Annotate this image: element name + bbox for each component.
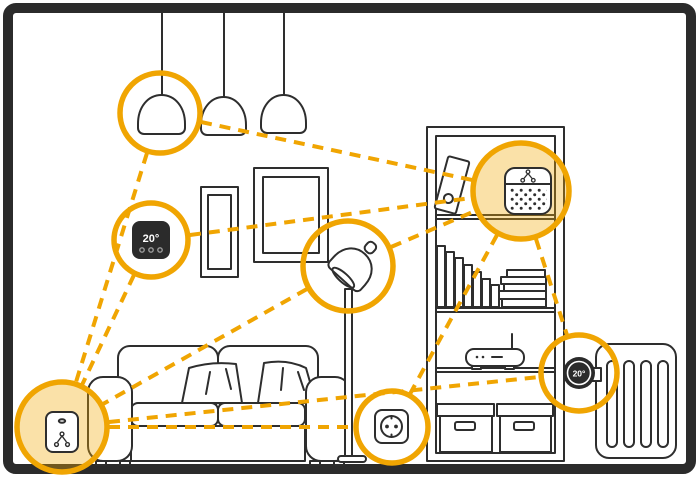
- pendant-lamps: [137, 12, 307, 136]
- link-pendant-speaker: [200, 120, 473, 182]
- floor-lamp: [327, 240, 378, 463]
- radiator: [591, 343, 677, 459]
- smart-plug-hotspot[interactable]: [353, 388, 431, 466]
- pendant-lamp-hotspot[interactable]: [117, 70, 203, 156]
- mesh-connections: [74, 120, 569, 429]
- floor-lamp-icon: [327, 240, 378, 293]
- thermostat-buttons-icon: [139, 247, 163, 253]
- link-hub-valve: [108, 375, 540, 424]
- smart-hub[interactable]: [45, 411, 79, 453]
- book-stack: [498, 269, 547, 308]
- wifi-router: [465, 333, 525, 370]
- bookshelf: [426, 126, 565, 462]
- valve-dial-icon: [566, 360, 592, 386]
- radiator-valve-hotspot[interactable]: [538, 332, 620, 414]
- hub-led: [57, 418, 67, 424]
- link-lamp-speaker: [390, 209, 476, 249]
- pillow: [257, 360, 317, 404]
- link-lamp-hub: [102, 287, 308, 406]
- pillow: [181, 362, 243, 404]
- link-thermostat-hub: [80, 274, 136, 386]
- sofa: [87, 345, 351, 466]
- speaker-grille-icon: [510, 188, 547, 210]
- floor-lamp-hotspot[interactable]: [300, 218, 396, 314]
- mesh-network-icon: [53, 431, 71, 448]
- link-speaker-valve: [534, 238, 569, 336]
- link-pendant-hub: [74, 152, 149, 383]
- storage-boxes: [436, 403, 554, 453]
- radiator-valve[interactable]: 20°: [563, 357, 595, 389]
- wall-thermostat-hotspot[interactable]: [111, 200, 191, 280]
- binder: [433, 155, 471, 215]
- wall-thermostat[interactable]: 20°: [132, 221, 170, 259]
- thermostat-temperature: 20°: [143, 233, 160, 245]
- valve-temperature: 20°: [573, 369, 586, 379]
- mesh-network-icon: [520, 169, 536, 183]
- pendant-lamp-icon: [137, 94, 186, 135]
- smart-plug[interactable]: [374, 409, 409, 444]
- picture-frames: [200, 167, 329, 278]
- smart-speaker[interactable]: [504, 167, 552, 215]
- link-thermostat-speaker: [189, 196, 472, 237]
